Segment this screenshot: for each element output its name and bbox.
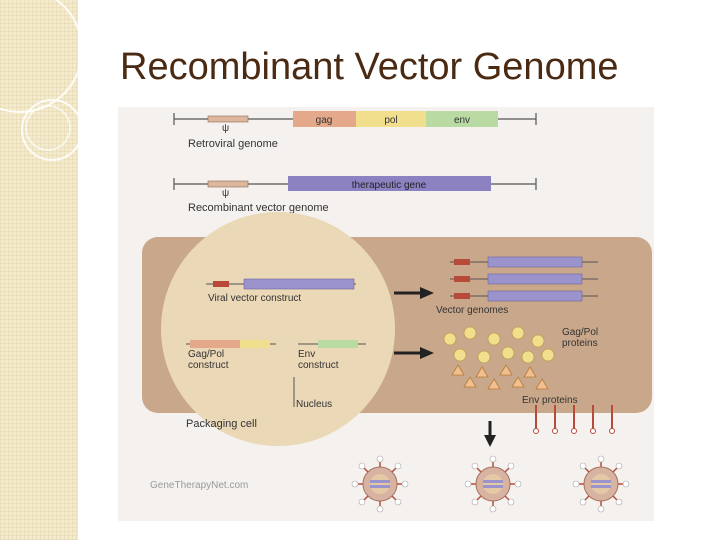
arrow-down <box>484 421 496 447</box>
nucleus-label: Nucleus <box>296 399 332 410</box>
arrow-to-proteins <box>394 347 434 359</box>
viral-construct-label: Viral vector construct <box>208 293 301 304</box>
env-label: env <box>454 115 470 126</box>
gagpol-proteins-line1: Gag/Pol <box>562 327 598 338</box>
vector-genomes-label: Vector genomes <box>436 305 508 316</box>
vector-genome-figure: ψ gag pol env Retroviral genome ψ therap… <box>118 107 654 521</box>
pol-segment <box>356 111 426 127</box>
recombinant-caption: Recombinant vector genome <box>188 202 329 214</box>
env-triangles <box>451 364 549 390</box>
gagpol-proteins <box>443 326 555 364</box>
packaging-cell-label: Packaging cell <box>186 418 257 430</box>
psi-label-2: ψ <box>222 188 229 199</box>
env-proteins-membrane: Env proteins <box>522 395 615 434</box>
vector-genomes: Vector genomes <box>436 256 598 316</box>
therapeutic-gene-label: therapeutic gene <box>352 180 427 191</box>
watermark-text: GeneTherapyNet.com <box>150 480 248 491</box>
env-construct: Env construct <box>298 340 366 371</box>
decorative-sidebar <box>0 0 83 540</box>
sidebar-circles <box>0 0 83 161</box>
vector-genome-copy-1 <box>450 256 598 268</box>
nucleus-pointer: Nucleus <box>293 377 332 410</box>
gagpol-construct: Gag/Pol construct <box>186 340 276 371</box>
env-construct-line2: construct <box>298 360 339 371</box>
retroviral-caption: Retroviral genome <box>188 138 278 150</box>
retroviral-genome: ψ gag pol env Retroviral genome <box>173 111 537 150</box>
gag-segment <box>293 111 356 127</box>
env-construct-line1: Env <box>298 349 315 360</box>
ltr-red <box>213 281 229 287</box>
gagpol-construct-line2: construct <box>188 360 229 371</box>
slide-title: Recombinant Vector Genome <box>120 46 619 88</box>
nucleus-circle <box>161 212 395 446</box>
vector-genome-copy-2 <box>450 273 598 285</box>
gagpol-construct-line1: Gag/Pol <box>188 349 224 360</box>
pol-label: pol <box>384 115 397 126</box>
recombinant-genome: ψ therapeutic gene Recombinant vector ge… <box>173 176 537 214</box>
viral-vector-construct: Viral vector construct <box>206 278 356 304</box>
virion-3 <box>572 455 630 513</box>
env-segment <box>426 111 498 127</box>
vector-genome-copy-3 <box>450 290 598 302</box>
virion-2 <box>464 455 522 513</box>
therapeutic-gene-segment <box>288 176 491 191</box>
arrow-to-genomes <box>394 287 434 299</box>
env-proteins-label: Env proteins <box>522 395 578 406</box>
gag-label: gag <box>316 115 333 126</box>
virion-1 <box>351 455 409 513</box>
psi-label: ψ <box>222 123 229 134</box>
gagpol-proteins-line2: proteins <box>562 338 598 349</box>
